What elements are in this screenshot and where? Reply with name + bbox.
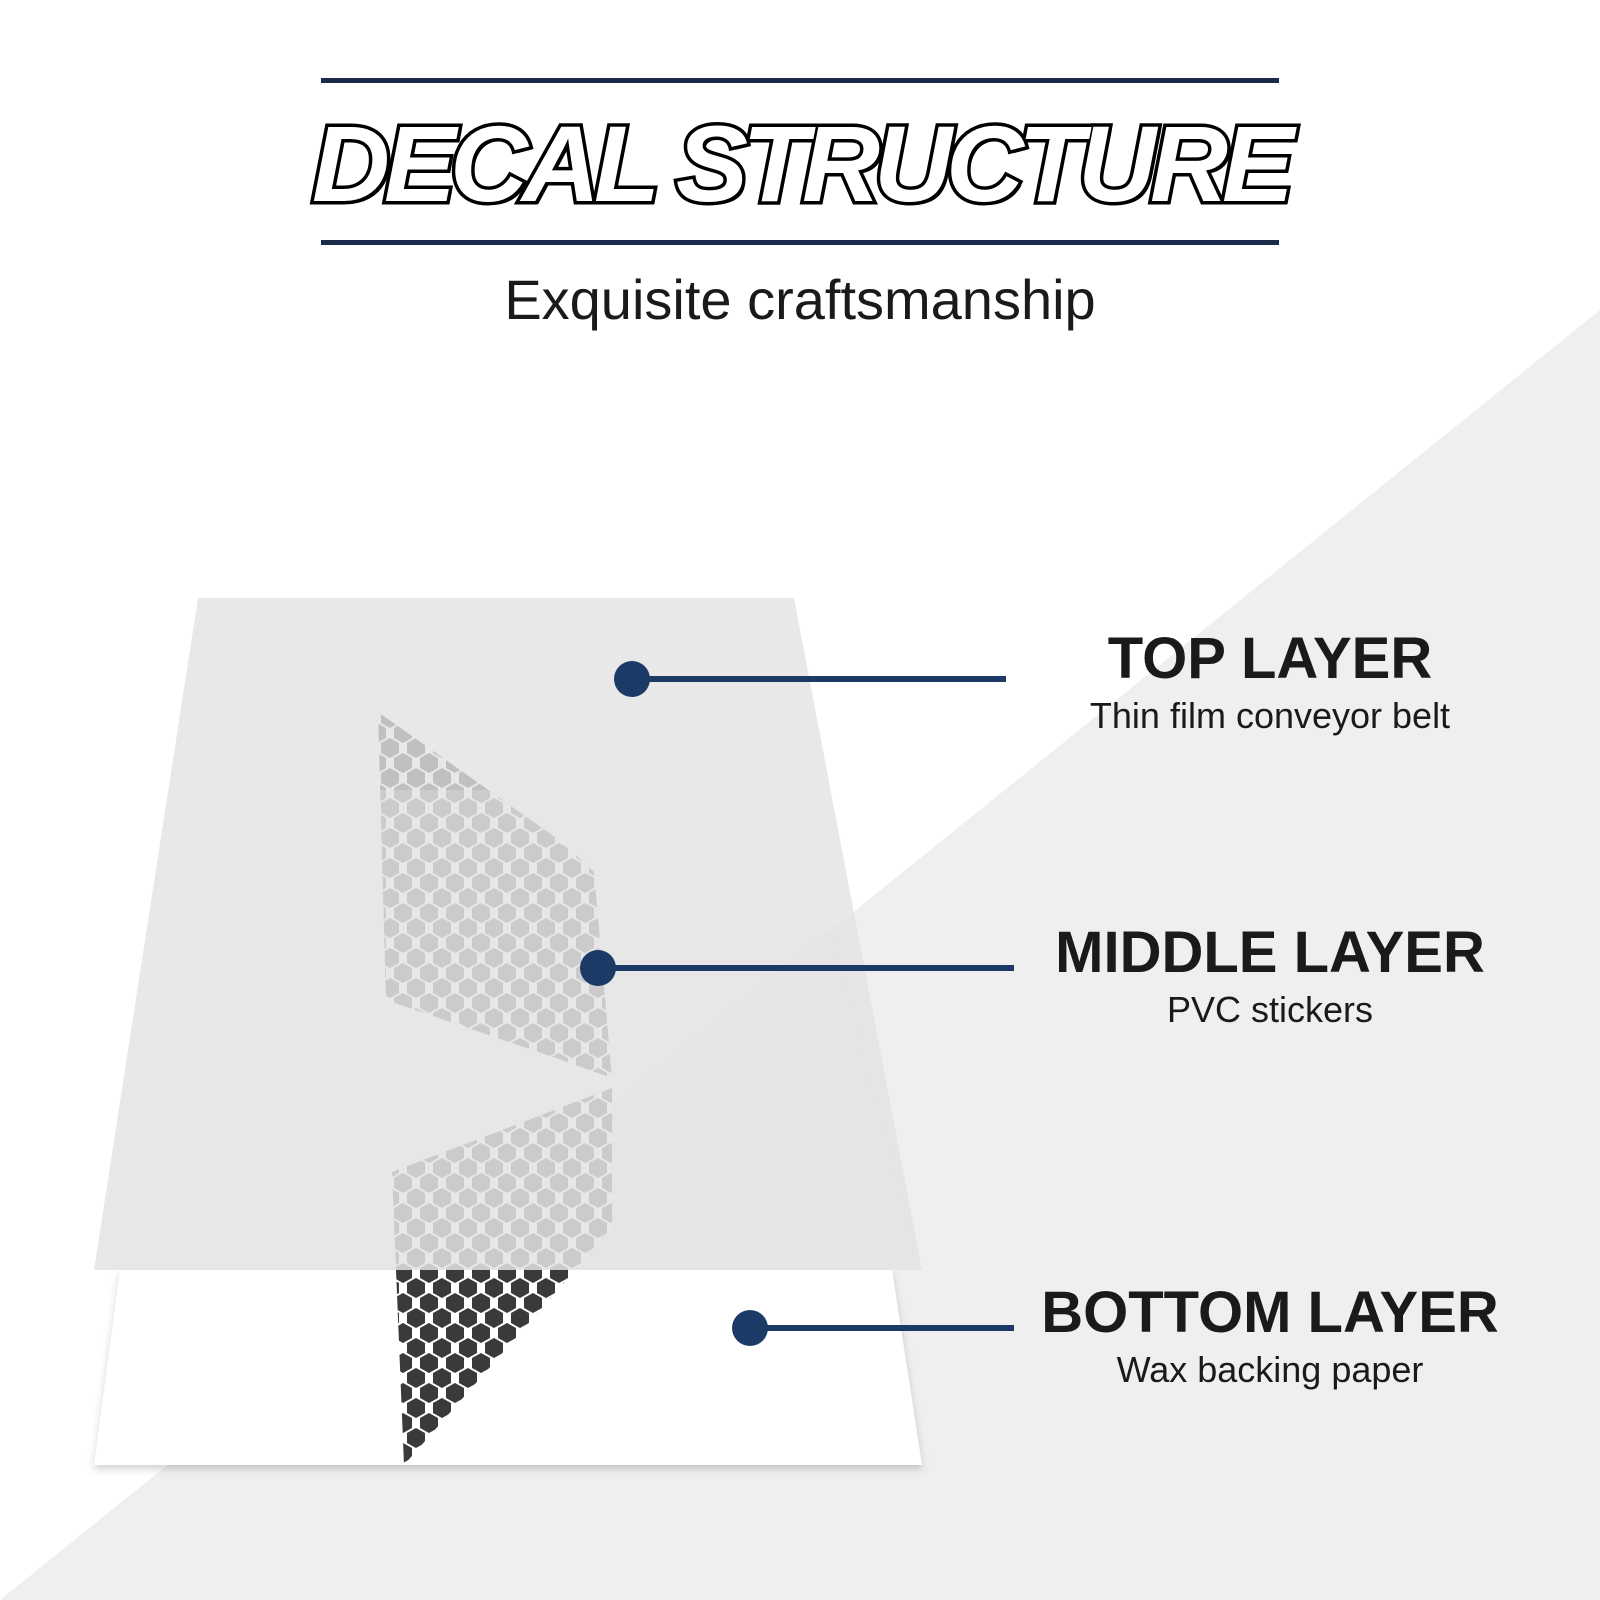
layer-description: Thin film conveyor belt (1089, 695, 1451, 736)
layer-label-bottom: BOTTOM LAYER Wax backing paper (1020, 1280, 1520, 1392)
page-subtitle: Exquisite craftsmanship (504, 268, 1096, 331)
layer-description: Wax backing paper (1116, 1349, 1424, 1390)
layer-title: TOP LAYER (1107, 626, 1433, 691)
title-rule-bottom (321, 240, 1279, 245)
layer-label-top: TOP LAYER Thin film conveyor belt (1020, 626, 1520, 738)
callout-middle (580, 950, 1014, 986)
layer-label-middle: MIDDLE LAYER PVC stickers (1020, 920, 1520, 1032)
page-title: DECAL STRUCTURE (308, 100, 1297, 228)
title-rule-top (321, 78, 1279, 83)
film-overlap-sheet (94, 790, 922, 1270)
callout-bottom (732, 1310, 1014, 1346)
layer-title: MIDDLE LAYER (1055, 920, 1485, 985)
callout-top (614, 661, 1006, 697)
layer-title: BOTTOM LAYER (1041, 1280, 1499, 1345)
bottom-layer-sheet (94, 1270, 922, 1465)
layer-description: PVC stickers (1166, 989, 1374, 1030)
top-layer-sheet (94, 598, 922, 1270)
